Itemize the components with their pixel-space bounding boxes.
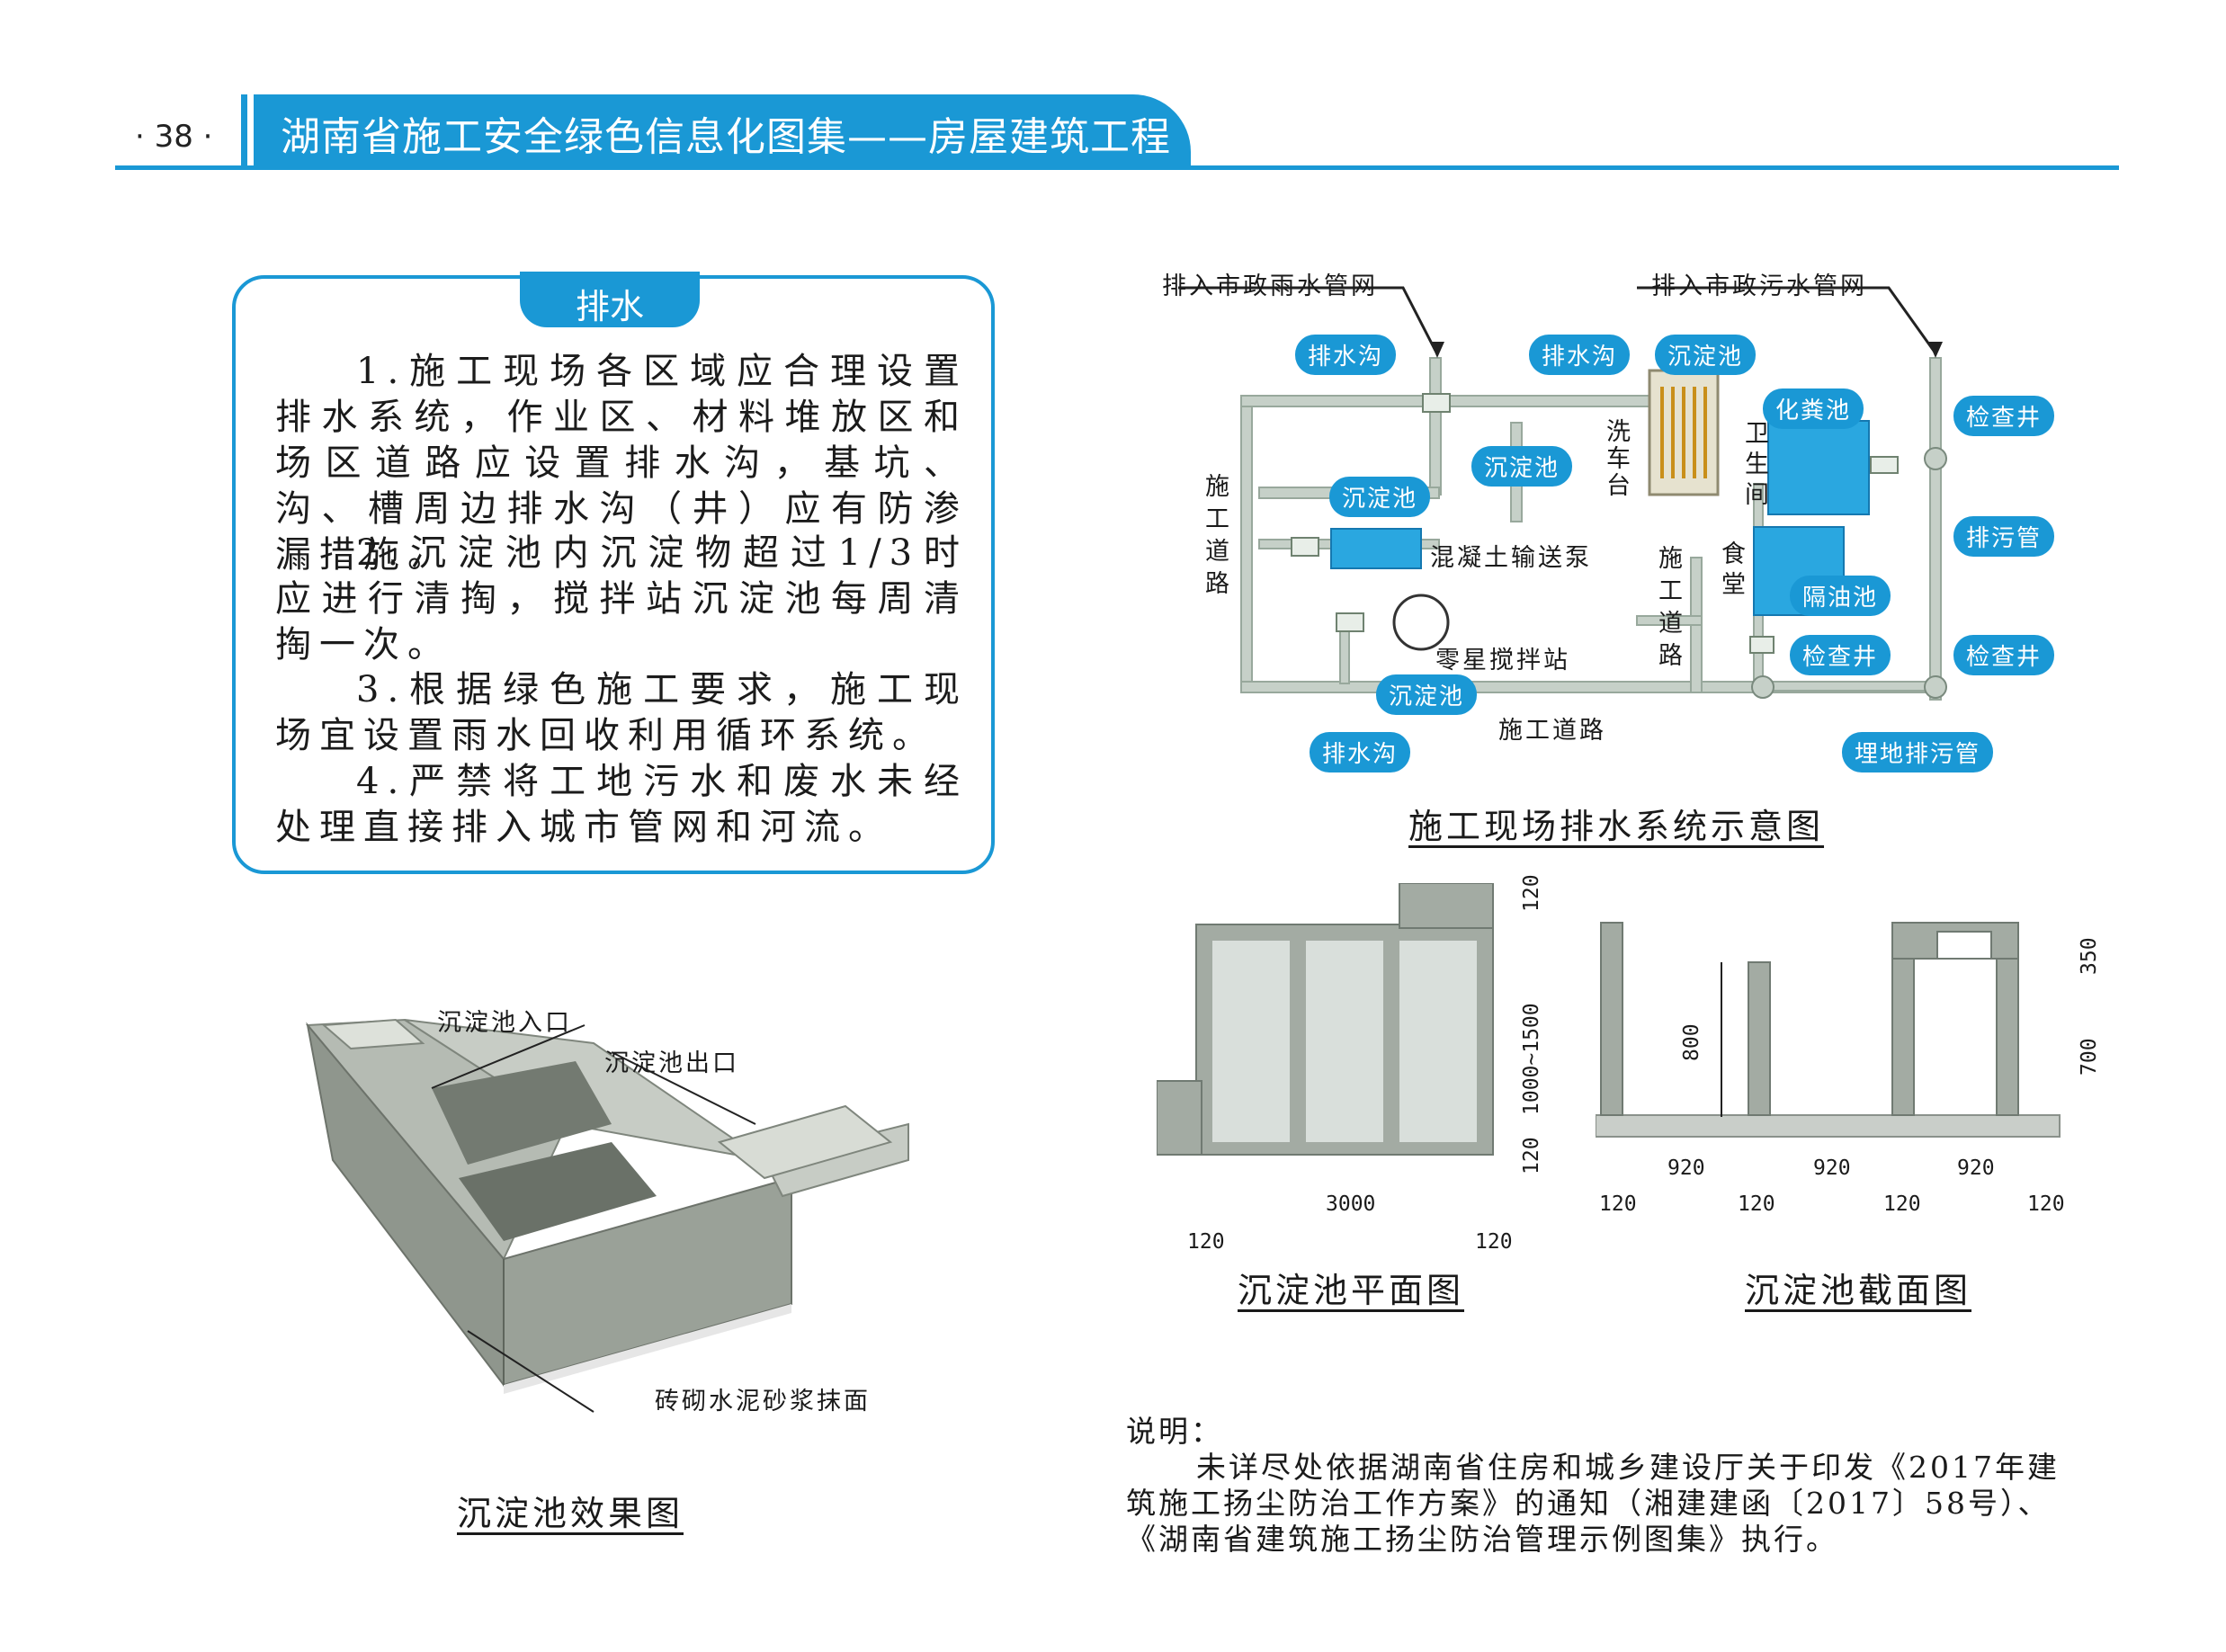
section-dim-920-2: 920 bbox=[1813, 1156, 1851, 1180]
inlet-label: 沉淀池入口 bbox=[437, 1009, 572, 1037]
plan-view-caption: 沉淀池平面图 bbox=[1238, 1271, 1465, 1310]
surface-label: 砖砌水泥砂浆抹面 bbox=[655, 1388, 871, 1415]
road-label-left: 施工道路 bbox=[1205, 473, 1232, 598]
section-dim-800: 800 bbox=[1680, 1023, 1703, 1061]
sewage-pipe-bubble: 排污管 bbox=[1953, 516, 2055, 557]
settling-tank-3d-view bbox=[305, 1018, 909, 1394]
plan-view-drawing bbox=[1157, 883, 1494, 1156]
drain-ditch-bubble-3: 排水沟 bbox=[1310, 732, 1411, 772]
buried-sewage-pipe-bubble: 埋地排污管 bbox=[1842, 732, 1994, 772]
settling-tank-bubble-2: 沉淀池 bbox=[1471, 446, 1573, 487]
plan-dim-width: 3000 bbox=[1326, 1192, 1376, 1216]
drain-ditch-bubble-2: 排水沟 bbox=[1529, 335, 1631, 375]
settling-tank-bubble-4: 沉淀池 bbox=[1376, 674, 1478, 715]
section-dim-350: 350 bbox=[2078, 937, 2101, 975]
toilet-label: 卫生间 bbox=[1745, 420, 1772, 509]
site-diagram-caption: 施工现场排水系统示意图 bbox=[1408, 807, 1825, 846]
panel-title-tab bbox=[520, 272, 700, 327]
inspection-well-bubble-3: 检查井 bbox=[1953, 635, 2055, 675]
page-title: 湖南省施工安全绿色信息化图集——房屋建筑工程 bbox=[281, 114, 1171, 160]
car-wash-label: 洗车台 bbox=[1606, 418, 1633, 500]
septic-tank-bubble: 化粪池 bbox=[1763, 388, 1864, 429]
section-dim-920-3: 920 bbox=[1957, 1156, 1995, 1180]
plan-dim-wall-right: 120 bbox=[1475, 1230, 1513, 1254]
mixer-icon bbox=[1392, 594, 1450, 651]
outlet-label: 沉淀池出口 bbox=[604, 1049, 739, 1077]
section-view-caption: 沉淀池截面图 bbox=[1745, 1271, 1972, 1310]
pump-label: 混凝土输送泵 bbox=[1430, 544, 1592, 572]
road-label-mid: 施工道路 bbox=[1658, 545, 1685, 670]
car-wash-pad bbox=[1648, 369, 1720, 496]
pump-pad bbox=[1330, 528, 1422, 569]
rule-item-1: 1.施工现场各区域应合理设置排水系统，作业区、材料堆放区和场区道路应设置排水沟，… bbox=[275, 351, 968, 576]
section-dim-700: 700 bbox=[2078, 1038, 2101, 1076]
grease-trap-bubble: 隔油池 bbox=[1790, 576, 1891, 616]
notes-line-2: 筑施工扬尘防治工作方案》的通知（湘建建函〔2017〕58号）、 bbox=[1126, 1486, 2051, 1521]
mixing-station-label: 零星搅拌站 bbox=[1435, 647, 1570, 674]
page-number: · 38 · bbox=[135, 119, 213, 155]
section-dim-120-3: 120 bbox=[1883, 1192, 1921, 1216]
settling-tank-bubble-1: 沉淀池 bbox=[1655, 335, 1757, 375]
rule-item-3: 3.根据绿色施工要求，施工现场宜设置雨水回收利用循环系统。 bbox=[275, 669, 968, 756]
inspection-well-bubble-2: 检查井 bbox=[1790, 635, 1891, 675]
toilet-block bbox=[1767, 420, 1870, 515]
effect-leader-lines bbox=[431, 1024, 756, 1413]
settling-tank-icons bbox=[1291, 393, 1899, 654]
sewage-outlet-label: 排入市政污水管网 bbox=[1651, 272, 1867, 300]
plan-dim-bottom: 120 bbox=[1520, 1137, 1543, 1174]
panel-title: 排水 bbox=[575, 287, 644, 326]
section-dim-920-1: 920 bbox=[1667, 1156, 1705, 1180]
header-tab bbox=[254, 94, 1191, 168]
section-dim-120-4: 120 bbox=[2027, 1192, 2065, 1216]
plan-dim-top: 120 bbox=[1520, 874, 1543, 912]
plan-dim-wall-left: 120 bbox=[1187, 1230, 1225, 1254]
notes-line-1: 未详尽处依据湖南省住房和城乡建设厅关于印发《2017年建 bbox=[1196, 1450, 2060, 1485]
notes-line-3: 《湖南省建筑施工扬尘防治管理示例图集》执行。 bbox=[1126, 1522, 1838, 1557]
canteen-label: 食堂 bbox=[1721, 540, 1748, 599]
outlet-arrows bbox=[1178, 286, 1935, 352]
rule-item-4: 4.严禁将工地污水和废水未经处理直接排入城市管网和河流。 bbox=[275, 761, 968, 848]
settling-tank-bubble-3: 沉淀池 bbox=[1329, 477, 1431, 517]
notes-heading: 说明： bbox=[1126, 1414, 1223, 1449]
section-dim-120-2: 120 bbox=[1738, 1192, 1775, 1216]
plan-dim-depth: 1000~1500 bbox=[1520, 1003, 1543, 1115]
section-view-drawing bbox=[1596, 922, 2061, 1138]
effect-view-caption: 沉淀池效果图 bbox=[457, 1494, 684, 1533]
inspection-well-icons bbox=[1751, 447, 1947, 699]
rule-item-2: 2.沉淀池内沉淀物超过1/3时应进行清掏，搅拌站沉淀池每周清掏一次。 bbox=[275, 532, 968, 665]
rain-outlet-label: 排入市政雨水管网 bbox=[1162, 272, 1378, 300]
road-label-bottom: 施工道路 bbox=[1498, 717, 1606, 745]
inspection-well-bubble-1: 检查井 bbox=[1953, 396, 2055, 436]
drain-ditch-bubble-1: 排水沟 bbox=[1295, 335, 1397, 375]
header-accent-bar bbox=[241, 94, 247, 168]
section-dim-120-1: 120 bbox=[1599, 1192, 1637, 1216]
